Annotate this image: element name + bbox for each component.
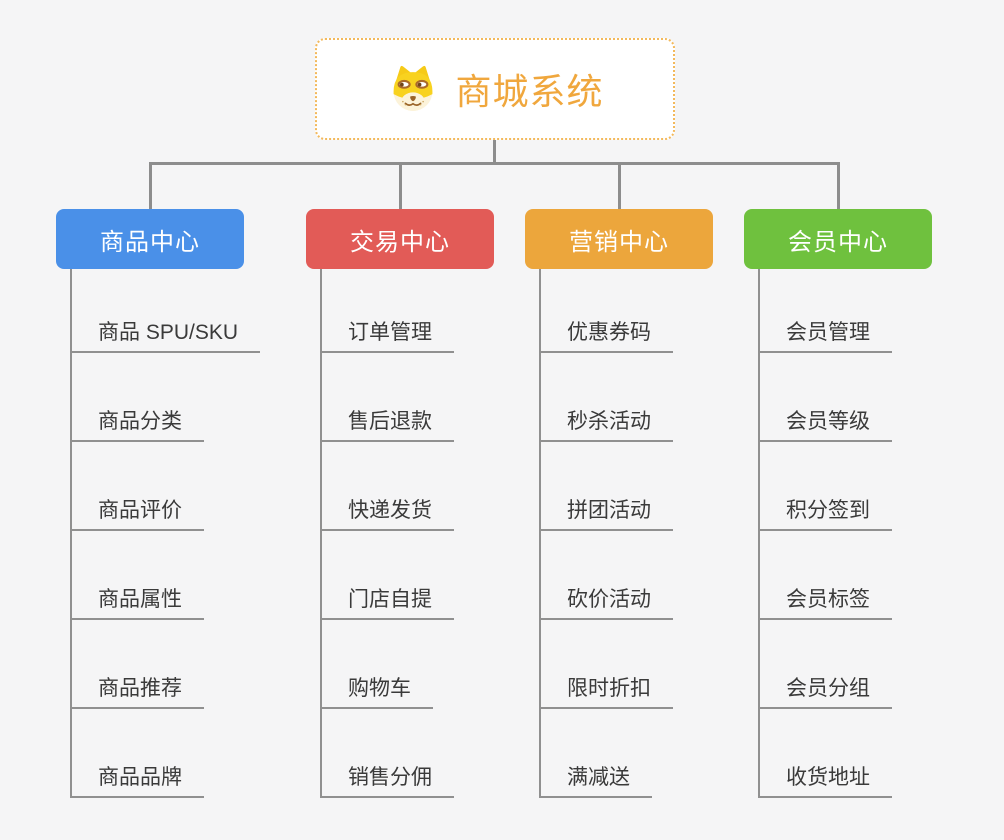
leaf-row: 会员分组 — [760, 620, 892, 709]
connector-drop-marketing — [618, 164, 621, 209]
leaf-row: 销售分佣 — [322, 709, 454, 798]
branch-marketing-center[interactable]: 营销中心 — [525, 209, 713, 269]
leaf-topic[interactable]: 商品推荐 — [72, 677, 204, 709]
leaf-topic[interactable]: 销售分佣 — [322, 766, 454, 798]
branch-member-center-children: 会员管理 会员等级 积分签到 会员标签 会员分组 收货地址 — [758, 269, 892, 798]
leaf-row: 会员标签 — [760, 531, 892, 620]
branch-product-center-label: 商品中心 — [100, 228, 200, 256]
leaf-row: 商品 SPU/SKU — [72, 269, 261, 353]
leaf-topic[interactable]: 商品 SPU/SKU — [72, 321, 261, 353]
branch-trade-center-children: 订单管理 售后退款 快递发货 门店自提 购物车 销售分佣 — [320, 269, 454, 798]
leaf-row: 会员等级 — [760, 353, 892, 442]
branch-product-center-children: 商品 SPU/SKU 商品分类 商品评价 商品属性 商品推荐 商品品牌 — [70, 269, 261, 798]
leaf-topic[interactable]: 订单管理 — [322, 321, 454, 353]
leaf-row: 商品推荐 — [72, 620, 260, 709]
branch-member-center-label: 会员中心 — [788, 228, 888, 256]
leaf-row: 订单管理 — [322, 269, 454, 353]
leaf-topic[interactable]: 满减送 — [541, 766, 652, 798]
leaf-topic[interactable]: 限时折扣 — [541, 677, 673, 709]
connector-drop-product — [149, 164, 152, 209]
leaf-topic[interactable]: 优惠券码 — [541, 321, 673, 353]
leaf-topic[interactable]: 售后退款 — [322, 410, 454, 442]
leaf-topic[interactable]: 商品评价 — [72, 499, 204, 531]
leaf-topic[interactable]: 会员标签 — [760, 588, 892, 620]
leaf-row: 拼团活动 — [541, 442, 673, 531]
leaf-topic[interactable]: 拼团活动 — [541, 499, 673, 531]
dog-face-icon — [386, 62, 440, 116]
leaf-row: 商品品牌 — [72, 709, 260, 798]
connector-drop-member — [837, 164, 840, 209]
leaf-row: 售后退款 — [322, 353, 454, 442]
leaf-row: 满减送 — [541, 709, 673, 798]
leaf-topic[interactable]: 快递发货 — [322, 499, 454, 531]
leaf-row: 砍价活动 — [541, 531, 673, 620]
leaf-topic[interactable]: 秒杀活动 — [541, 410, 673, 442]
leaf-topic[interactable]: 会员管理 — [760, 321, 892, 353]
branch-trade-center[interactable]: 交易中心 — [306, 209, 494, 269]
root-topic[interactable]: 商城系统 — [315, 38, 675, 140]
leaf-row: 秒杀活动 — [541, 353, 673, 442]
leaf-row: 积分签到 — [760, 442, 892, 531]
leaf-row: 快递发货 — [322, 442, 454, 531]
leaf-topic[interactable]: 砍价活动 — [541, 588, 673, 620]
connector-drop-trade — [399, 164, 402, 209]
branch-trade-center-label: 交易中心 — [350, 228, 450, 256]
leaf-topic[interactable]: 购物车 — [322, 677, 433, 709]
leaf-row: 限时折扣 — [541, 620, 673, 709]
leaf-topic[interactable]: 商品属性 — [72, 588, 204, 620]
leaf-row: 商品评价 — [72, 442, 260, 531]
leaf-topic[interactable]: 会员等级 — [760, 410, 892, 442]
leaf-row: 商品属性 — [72, 531, 260, 620]
leaf-row: 购物车 — [322, 620, 454, 709]
root-topic-label: 商城系统 — [455, 71, 604, 112]
leaf-topic[interactable]: 商品分类 — [72, 410, 204, 442]
leaf-topic[interactable]: 商品品牌 — [72, 766, 204, 798]
leaf-topic[interactable]: 门店自提 — [322, 588, 454, 620]
leaf-row: 优惠券码 — [541, 269, 673, 353]
leaf-row: 收货地址 — [760, 709, 892, 798]
leaf-topic[interactable]: 收货地址 — [760, 766, 892, 798]
branch-product-center[interactable]: 商品中心 — [56, 209, 244, 269]
connector-root-drop — [493, 140, 496, 164]
branch-member-center[interactable]: 会员中心 — [744, 209, 932, 269]
branch-marketing-center-label: 营销中心 — [569, 228, 669, 256]
leaf-row: 会员管理 — [760, 269, 892, 353]
connector-bus — [149, 162, 840, 165]
leaf-row: 商品分类 — [72, 353, 260, 442]
leaf-topic[interactable]: 积分签到 — [760, 499, 892, 531]
branch-marketing-center-children: 优惠券码 秒杀活动 拼团活动 砍价活动 限时折扣 满减送 — [539, 269, 673, 798]
leaf-topic[interactable]: 会员分组 — [760, 677, 892, 709]
leaf-row: 门店自提 — [322, 531, 454, 620]
